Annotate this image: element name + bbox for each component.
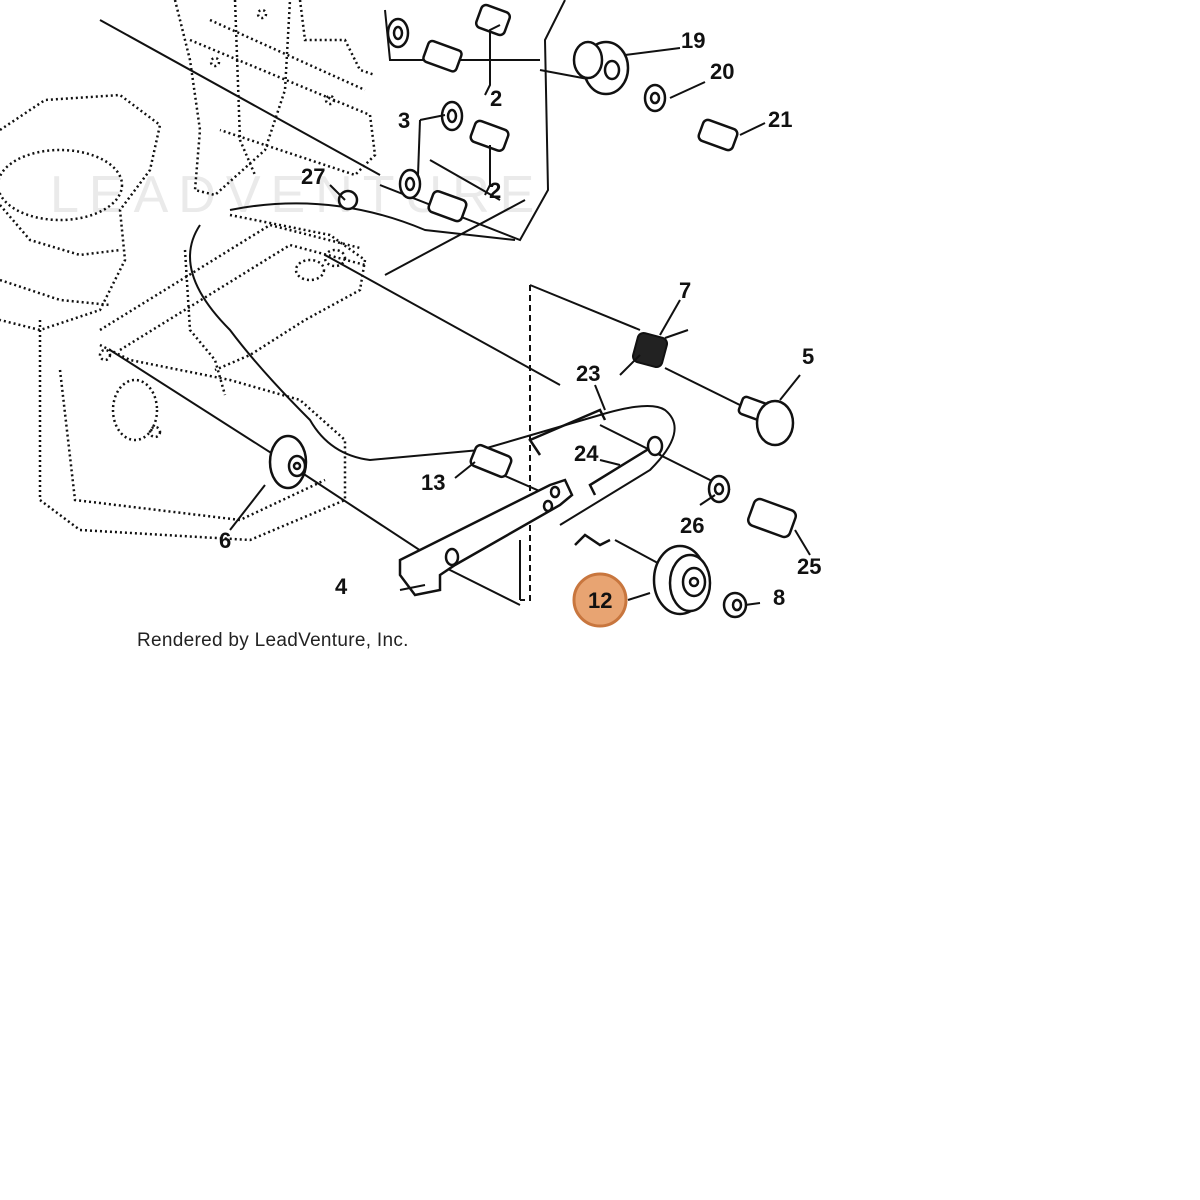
callout-12[interactable]: 12 <box>588 588 612 613</box>
callout-2[interactable]: 2 <box>489 178 501 203</box>
rod-24[interactable] <box>588 435 664 496</box>
pulley-19[interactable] <box>572 40 630 96</box>
callout-23[interactable]: 23 <box>576 361 600 386</box>
watermark-text: LEADVENTURE <box>50 166 544 224</box>
idler-pulley-12[interactable] <box>652 544 712 616</box>
callout-6[interactable]: 6 <box>219 528 231 553</box>
bolt-13[interactable] <box>469 443 513 479</box>
callout-26[interactable]: 26 <box>680 513 704 538</box>
rod-23[interactable] <box>528 408 607 456</box>
housing-assembly <box>0 0 377 542</box>
callout-19[interactable]: 19 <box>681 28 705 53</box>
callout-21[interactable]: 21 <box>768 107 792 132</box>
bolt-21[interactable] <box>697 118 739 152</box>
spring-7[interactable] <box>619 329 689 376</box>
leader-lines <box>229 24 811 606</box>
bolt-25[interactable] <box>746 497 798 539</box>
callout-5[interactable]: 5 <box>802 344 814 369</box>
callout-2[interactable]: 2 <box>490 86 502 111</box>
washer-20[interactable] <box>643 83 667 113</box>
carriage-bolt-5[interactable] <box>737 395 795 447</box>
callout-27[interactable]: 27 <box>301 164 325 189</box>
frame-lines <box>99 0 751 606</box>
callout-labels: 2 2 3 4 5 6 7 8 12 13 19 20 21 23 24 25 … <box>219 28 821 613</box>
callout-24[interactable]: 24 <box>574 441 599 466</box>
pulley-6[interactable] <box>268 434 308 490</box>
callout-3[interactable]: 3 <box>398 108 410 133</box>
idler-arm-4[interactable] <box>398 478 611 597</box>
callout-8[interactable]: 8 <box>773 585 785 610</box>
callout-25[interactable]: 25 <box>797 554 821 579</box>
callout-20[interactable]: 20 <box>710 59 734 84</box>
callout-4[interactable]: 4 <box>335 574 348 599</box>
bolt-washer-group-top <box>337 3 512 223</box>
callout-12-highlight[interactable] <box>572 572 628 628</box>
render-credit: Rendered by LeadVenture, Inc. <box>137 630 409 651</box>
nut-8[interactable] <box>722 591 748 619</box>
callout-7[interactable]: 7 <box>679 278 691 303</box>
washer-26[interactable] <box>707 474 731 504</box>
callout-13[interactable]: 13 <box>421 470 445 495</box>
